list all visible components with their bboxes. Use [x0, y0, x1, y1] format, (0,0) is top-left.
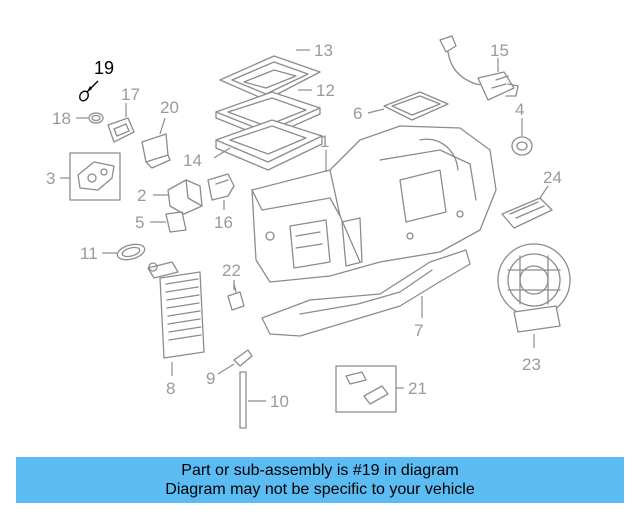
part-20-bracket[interactable]: [141, 117, 171, 169]
callout-16: 16: [214, 213, 233, 232]
part-2-motor[interactable]: [153, 179, 203, 215]
part-3-actuator[interactable]: [60, 152, 121, 201]
callout-10: 10: [270, 392, 289, 411]
part-13-cover[interactable]: [219, 49, 321, 101]
part-10-seal-strip[interactable]: [239, 371, 266, 429]
callout-1: 1: [320, 132, 329, 151]
part-1-hvac-housing[interactable]: [251, 125, 497, 283]
part-24-resistor[interactable]: [501, 185, 553, 229]
callout-17: 17: [121, 85, 140, 104]
part-4-bushing[interactable]: [511, 118, 533, 156]
callout-19: 19: [94, 58, 114, 78]
callout-20: 20: [160, 98, 179, 117]
part-14-tray[interactable]: [213, 119, 323, 171]
part-22-sensor[interactable]: [227, 280, 245, 311]
part-6-gasket[interactable]: [367, 91, 449, 121]
part-8-heater-core[interactable]: [147, 261, 205, 376]
part-17-sensor[interactable]: [107, 103, 135, 143]
callout-24: 24: [543, 168, 562, 187]
callout-8: 8: [166, 379, 175, 398]
part-19-oring[interactable]: [78, 80, 99, 102]
callout-15: 15: [490, 41, 509, 60]
callout-7: 7: [414, 321, 423, 340]
part-5-plate[interactable]: [150, 211, 187, 233]
part-16-clip[interactable]: [207, 173, 235, 210]
callout-4: 4: [515, 100, 524, 119]
callout-5: 5: [135, 213, 144, 232]
callout-23: 23: [522, 355, 541, 374]
part-21-clips[interactable]: [335, 365, 404, 413]
banner-line-1: Part or sub-assembly is #19 in diagram: [181, 462, 459, 479]
callout-21: 21: [408, 379, 427, 398]
part-7-duct[interactable]: [261, 249, 471, 337]
callout-13: 13: [314, 41, 333, 60]
callout-22: 22: [222, 261, 241, 280]
banner-line-2: Diagram may not be specific to your vehi…: [165, 481, 475, 498]
part-18-seal[interactable]: [76, 112, 104, 124]
parts-diagram: 19 18 17 20 3 2 16: [46, 35, 571, 429]
part-12-filter[interactable]: [215, 89, 321, 139]
callout-12: 12: [316, 81, 335, 100]
callout-11: 11: [80, 244, 98, 263]
part-15-harness[interactable]: [439, 35, 519, 101]
part-9-clip[interactable]: [217, 349, 253, 375]
callout-18: 18: [52, 109, 71, 128]
info-banner: Part or sub-assembly is #19 in diagram D…: [16, 457, 624, 503]
callout-9: 9: [206, 369, 215, 388]
callout-14: 14: [183, 151, 202, 170]
callout-2: 2: [137, 186, 146, 205]
part-11-grille[interactable]: [102, 242, 146, 263]
part-23-blower-motor[interactable]: [497, 243, 571, 348]
callout-6: 6: [353, 104, 362, 123]
callout-3: 3: [46, 169, 55, 188]
